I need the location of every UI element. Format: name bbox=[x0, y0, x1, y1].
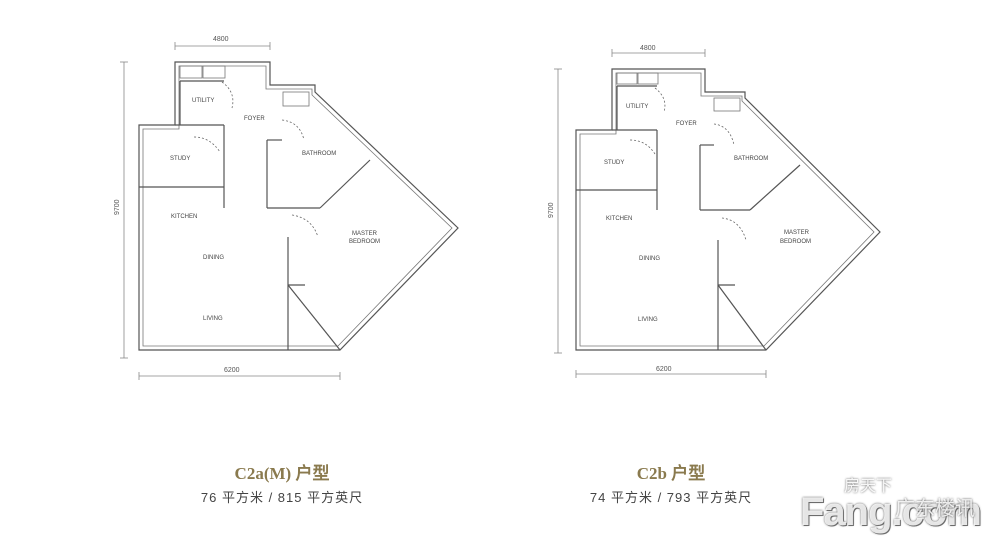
room-label-utility: UTILITY bbox=[192, 98, 214, 104]
watermark-suffix: 广东楼讯 bbox=[895, 496, 975, 520]
room-label-master: MASTER bbox=[352, 231, 378, 237]
room-label-kitchen: KITCHEN bbox=[171, 214, 197, 220]
room-label-study: STUDY bbox=[604, 160, 624, 166]
room-label-bedroom: BEDROOM bbox=[349, 239, 380, 245]
room-label-master: MASTER bbox=[784, 230, 810, 236]
room-label-bedroom: BEDROOM bbox=[780, 239, 811, 245]
room-label-utility: UTILITY bbox=[626, 104, 648, 110]
watermark-brand-en: Fang.com bbox=[800, 490, 982, 534]
bottom-dimension-label: 6200 bbox=[224, 367, 240, 374]
room-label-dining: DINING bbox=[639, 256, 660, 262]
room-label-foyer: FOYER bbox=[244, 116, 265, 122]
outer-wall bbox=[138, 61, 459, 351]
room-label-living: LIVING bbox=[638, 317, 658, 323]
side-dimension-label: 9700 bbox=[114, 199, 121, 215]
watermark-brand-cn: 房天下 bbox=[844, 476, 893, 495]
bottom-dimension-label: 6200 bbox=[656, 366, 672, 373]
caption-c2b: C2b 户型 74 平方米 / 793 平方英尺 bbox=[521, 459, 821, 506]
top-dimension-label: 4800 bbox=[640, 45, 656, 52]
side-dimension-label: 9700 bbox=[548, 202, 555, 218]
unit-area: 76 平方米 / 815 平方英尺 bbox=[200, 490, 364, 505]
unit-title: C2b 户型 bbox=[636, 464, 706, 483]
top-dimension-label: 4800 bbox=[213, 36, 229, 43]
floor-plan-c2b: 4800 9700 6200 UTILITY FOYER STUDY bbox=[548, 45, 881, 378]
room-label-foyer: FOYER bbox=[676, 121, 697, 127]
room-label-kitchen: KITCHEN bbox=[606, 216, 632, 222]
floor-plan-c2a: 4800 9700 6200 UTILIT bbox=[114, 36, 459, 380]
room-label-bathroom: BATHROOM bbox=[734, 156, 768, 162]
room-label-bathroom: BATHROOM bbox=[302, 151, 336, 157]
room-label-dining: DINING bbox=[203, 255, 224, 261]
unit-title: C2a(M) 户型 bbox=[234, 464, 330, 483]
room-label-living: LIVING bbox=[203, 316, 223, 322]
outer-wall bbox=[575, 68, 881, 351]
room-label-study: STUDY bbox=[170, 156, 190, 162]
caption-c2a: C2a(M) 户型 76 平方米 / 815 平方英尺 bbox=[132, 459, 432, 506]
unit-area: 74 平方米 / 793 平方英尺 bbox=[589, 490, 753, 505]
fang-watermark: 房天下 Fang.com 广东楼讯 bbox=[800, 470, 995, 540]
